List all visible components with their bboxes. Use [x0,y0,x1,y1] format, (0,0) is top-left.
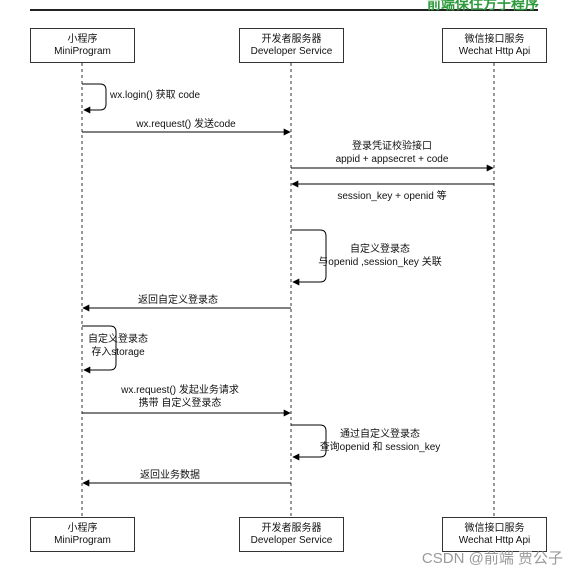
msg-verify-line2: appid + appsecret + code [336,154,449,165]
msg-send-code: wx.request() 发送code [135,117,236,130]
msg-return-state: 返回自定义登录态 [138,293,218,306]
msg-business-request-line2: 携带 自定义登录态 [139,396,222,409]
participant-title: 小程序 [67,522,98,534]
participant-subtitle: MiniProgram [54,534,111,546]
msg-session-key: session_key + openid 等 [337,189,446,202]
arrow-query [291,424,327,461]
arrow-wx-login [82,83,107,114]
watermark: CSDN @前端 贾公子 [421,550,563,567]
top-rule [30,9,538,11]
arrow-store [82,325,117,374]
msg-custom-state-line2: 与openid ,session_key 关联 [318,255,441,268]
msg-query-line2: 查询openid 和 session_key [320,440,441,453]
participant-subtitle: Wechat Http Api [458,534,531,546]
participant-developer-bottom: 开发者服务器 Developer Service [239,517,344,552]
msg-business-request-line1: wx.request() 发起业务请求 [120,383,239,396]
participant-miniprogram-bottom: 小程序 MiniProgram [30,517,135,552]
participant-wechat-bottom: 微信接口服务 Wechat Http Api [442,517,547,552]
arrow-custom-state [291,229,327,286]
msg-business-data: 返回业务数据 [140,468,200,481]
header-title: 前端保住方于程序 [427,0,539,12]
msg-query-line1: 通过自定义登录态 [340,427,420,440]
msg-wx-login: wx.login() 获取 code [109,89,200,101]
participant-miniprogram-top: 小程序 MiniProgram [30,28,135,63]
participant-subtitle: Wechat Http Api [458,45,531,57]
participant-title: 开发者服务器 [261,522,322,534]
participant-title: 小程序 [67,33,98,45]
participant-title: 开发者服务器 [261,33,322,45]
participant-title: 微信接口服务 [464,33,525,45]
msg-verify-line1: 登录凭证校验接口 [352,139,432,152]
msg-store-line2: 存入storage [91,345,145,358]
participant-wechat-top: 微信接口服务 Wechat Http Api [442,28,547,63]
participant-subtitle: Developer Service [250,45,333,57]
msg-store-line1: 自定义登录态 [88,332,148,345]
participant-subtitle: MiniProgram [54,45,111,57]
participant-developer-top: 开发者服务器 Developer Service [239,28,344,63]
participant-subtitle: Developer Service [250,534,333,546]
msg-custom-state-line1: 自定义登录态 [350,242,410,255]
participant-title: 微信接口服务 [464,522,525,534]
